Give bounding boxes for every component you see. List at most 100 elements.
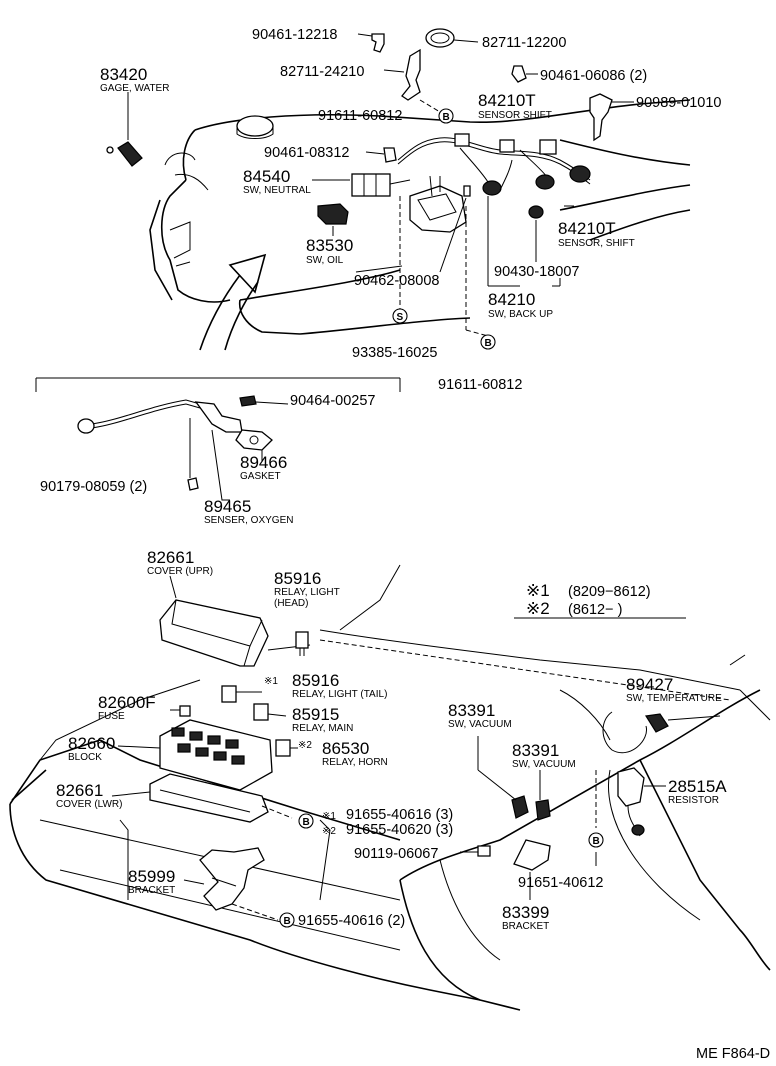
desc-83391-a: SW, VACUUM	[448, 719, 512, 730]
label-83391-b: 83391	[512, 741, 559, 760]
cover-upr-82661	[159, 575, 311, 667]
desc-82600F: FUSE	[98, 711, 125, 722]
clip-90461-12218	[357, 33, 385, 53]
neutral-switch-84540	[312, 173, 411, 197]
engine-outline	[149, 99, 691, 335]
label-82661-lwr: 82661	[56, 781, 103, 800]
mark-b-3: B	[298, 813, 314, 829]
label-83530: 83530	[306, 236, 353, 255]
legend-mark-2: ※2	[526, 599, 550, 618]
desc-89465: SENSER, OXYGEN	[204, 515, 293, 526]
label-84210T-a: 84210T	[478, 91, 536, 110]
mark-b-1: B	[438, 108, 454, 124]
label-83420: 83420	[100, 65, 147, 84]
desc-84540: SW, NEUTRAL	[243, 185, 311, 196]
star-2-91655: ※2	[322, 826, 336, 837]
wiring-harness	[397, 133, 591, 196]
desc-85999: BRACKET	[128, 885, 175, 896]
vacuum-switch-83391-a	[477, 736, 529, 819]
label-90461-06086: 90461-06086 (2)	[540, 68, 647, 84]
clip-90461-08312	[365, 147, 397, 163]
engine-arrow	[199, 253, 267, 351]
label-90179-08059: 90179-08059 (2)	[40, 479, 147, 495]
desc-82661-upr: COVER (UPR)	[147, 566, 213, 577]
label-82660: 82660	[68, 734, 115, 753]
relay-tail-85916	[221, 685, 262, 703]
body-outline	[9, 564, 771, 1011]
bracket-83399	[513, 839, 551, 900]
label-28515A: 28515A	[668, 777, 727, 796]
svg-text:B: B	[485, 338, 492, 349]
legend-mark-1: ※1	[526, 581, 550, 600]
relay-main-85915	[253, 703, 287, 721]
sw-oil-83530	[317, 203, 349, 236]
leader-90462	[355, 265, 403, 273]
svg-text:B: B	[593, 836, 600, 847]
desc-84210T-a: SENSOR SHIFT	[478, 110, 552, 121]
washer-90430-18007	[528, 205, 544, 262]
label-89465: 89465	[204, 497, 251, 516]
svg-text:B: B	[443, 112, 450, 123]
relay-head-85916	[295, 631, 309, 656]
desc-83530: SW, OIL	[306, 255, 344, 266]
resistor-28515A	[617, 767, 666, 837]
label-84210: 84210	[488, 290, 535, 309]
label-90461-08312: 90461-08312	[264, 145, 349, 161]
bracket-90989-01010	[589, 93, 634, 142]
desc-82660: BLOCK	[68, 752, 102, 763]
label-90464-00257: 90464-00257	[290, 393, 375, 409]
star-1-91655: ※1	[322, 811, 336, 822]
bracket-85999	[183, 847, 279, 921]
label-89427: 89427	[626, 675, 673, 694]
desc-85916-head-1: RELAY, LIGHT	[274, 587, 340, 598]
label-90461-12218: 90461-12218	[252, 27, 337, 43]
desc-89427: SW, TEMPERATURE	[626, 693, 722, 704]
gage-water-83420	[106, 92, 143, 167]
mark-s: S	[392, 308, 408, 324]
label-85916-tail: 85916	[292, 671, 339, 690]
clip-90119-06067	[460, 845, 491, 857]
label-83391-a: 83391	[448, 701, 495, 720]
label-91655-40620-3: 91655-40620 (3)	[346, 822, 453, 838]
bracket-82711-24210	[383, 48, 441, 113]
label-89466: 89466	[240, 453, 287, 472]
desc-85916-head-2: (HEAD)	[274, 598, 308, 609]
label-90430-18007: 90430-18007	[494, 264, 579, 280]
sw-temperature-89427	[602, 711, 721, 753]
desc-89466: GASKET	[240, 471, 281, 482]
oxygen-sensor-group	[35, 377, 401, 501]
label-91655-40616-2: 91655-40616 (2)	[298, 913, 405, 929]
desc-85916-tail: RELAY, LIGHT (TAIL)	[292, 689, 387, 700]
label-82711-24210: 82711-24210	[280, 64, 364, 80]
label-85999: 85999	[128, 867, 175, 886]
desc-86530: RELAY, HORN	[322, 757, 388, 768]
desc-82661-lwr: COVER (LWR)	[56, 799, 122, 810]
dashed-leader-s	[399, 196, 489, 337]
label-90462-08008: 90462-08008	[354, 273, 439, 289]
desc-85915: RELAY, MAIN	[292, 723, 353, 734]
mark-b-2: B	[480, 334, 496, 350]
clip-90462-08008	[439, 185, 471, 273]
mark-b-4: B	[279, 912, 295, 928]
footer-code: ME F864-D	[696, 1046, 770, 1062]
label-93385-16025: 93385-16025	[352, 345, 437, 361]
mark-b-5: B	[588, 832, 604, 848]
label-90119-06067: 90119-06067	[354, 846, 438, 862]
relay-horn-86530	[275, 739, 298, 757]
svg-text:S: S	[397, 312, 404, 323]
clamp-82711-12200	[425, 28, 479, 48]
fuse-82600F	[170, 705, 191, 717]
desc-83399: BRACKET	[502, 921, 549, 932]
transmission-housing	[409, 175, 467, 233]
block-82660	[117, 719, 273, 791]
star-2-horn: ※2	[298, 740, 312, 751]
label-84540: 84540	[243, 167, 290, 186]
label-91611-60812-a: 91611-60812	[318, 108, 402, 124]
label-86530: 86530	[322, 739, 369, 758]
label-82711-12200: 82711-12200	[482, 35, 566, 51]
vacuum-switch-83391-b	[535, 770, 551, 821]
label-82600F: 82600F	[98, 693, 156, 712]
label-91611-60812-b: 91611-60812	[438, 377, 522, 393]
